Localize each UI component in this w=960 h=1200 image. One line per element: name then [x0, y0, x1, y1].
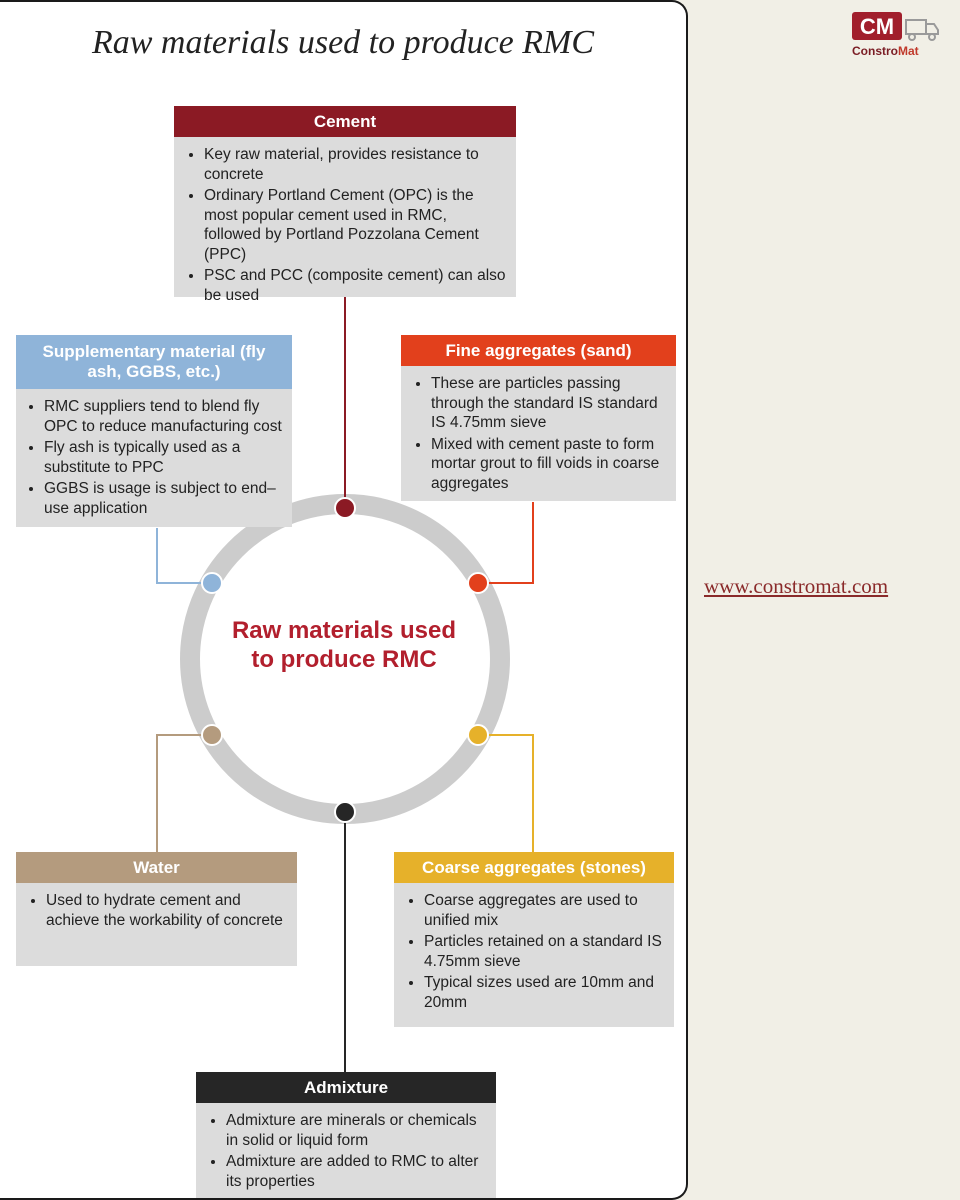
water-header: Water: [16, 852, 297, 883]
connector-fine: [478, 502, 534, 584]
fine-aggregates-item: Mixed with cement paste to form mortar g…: [431, 435, 666, 494]
cement-item: Ordinary Portland Cement (OPC) is the mo…: [204, 186, 506, 264]
logo-mark: CM: [852, 12, 939, 41]
node-coarse: [467, 724, 489, 746]
coarse-aggregates-header: Coarse aggregates (stones): [394, 852, 674, 883]
admixture-list: Admixture are minerals or chemicals in s…: [196, 1103, 496, 1198]
node-fine: [467, 572, 489, 594]
truck-icon: [905, 19, 939, 41]
fine-aggregates-box: Fine aggregates (sand) These are particl…: [401, 335, 676, 501]
supplementary-item: GGBS is usage is subject to end–use appl…: [44, 479, 286, 518]
admixture-box: Admixture Admixture are minerals or chem…: [196, 1072, 496, 1198]
supplementary-box: Supplementary material (fly ash, GGBS, e…: [16, 335, 292, 527]
connector-water: [156, 734, 212, 852]
node-cement: [334, 497, 356, 519]
page-title: Raw materials used to produce RMC: [91, 24, 595, 61]
coarse-aggregates-item: Typical sizes used are 10mm and 20mm: [424, 973, 664, 1012]
water-box: Water Used to hydrate cement and achieve…: [16, 852, 297, 966]
admixture-item: Admixture are added to RMC to alter its …: [226, 1152, 486, 1191]
logo-word-part1: Constro: [852, 44, 898, 58]
supplementary-list: RMC suppliers tend to blend fly OPC to r…: [16, 389, 292, 528]
fine-aggregates-list: These are particles passing through the …: [401, 366, 676, 503]
node-water: [201, 724, 223, 746]
cement-item: Key raw material, provides resistance to…: [204, 145, 506, 184]
node-supplementary: [201, 572, 223, 594]
water-list: Used to hydrate cement and achieve the w…: [16, 883, 297, 940]
coarse-aggregates-box: Coarse aggregates (stones) Coarse aggreg…: [394, 852, 674, 1027]
cement-list: Key raw material, provides resistance to…: [174, 137, 516, 315]
logo-word-part2: Mat: [898, 44, 919, 58]
fine-aggregates-header: Fine aggregates (sand): [401, 335, 676, 366]
coarse-aggregates-list: Coarse aggregates are used to unified mi…: [394, 883, 674, 1022]
connector-coarse: [478, 734, 534, 852]
supplementary-item: RMC suppliers tend to blend fly OPC to r…: [44, 397, 286, 436]
supplementary-header: Supplementary material (fly ash, GGBS, e…: [16, 335, 292, 389]
water-item: Used to hydrate cement and achieve the w…: [46, 891, 287, 930]
coarse-aggregates-item: Particles retained on a standard IS 4.75…: [424, 932, 664, 971]
website-link[interactable]: www.constromat.com: [704, 574, 889, 598]
center-label: Raw materials used to produce RMC: [231, 617, 457, 673]
constromat-logo: CM ConstroMat: [850, 8, 946, 60]
coarse-aggregates-item: Coarse aggregates are used to unified mi…: [424, 891, 664, 930]
node-admixture: [334, 801, 356, 823]
cement-header: Cement: [174, 106, 516, 137]
logo-wordmark: ConstroMat: [852, 44, 919, 58]
logo-letters: CM: [860, 14, 894, 39]
supplementary-item: Fly ash is typically used as a substitut…: [44, 438, 286, 477]
infographic-card: Raw materials used to produce RMC Raw ma…: [0, 0, 688, 1200]
admixture-item: Admixture are minerals or chemicals in s…: [226, 1111, 486, 1150]
admixture-header: Admixture: [196, 1072, 496, 1103]
connector-supplementary: [156, 528, 212, 584]
diagram-connectors: [156, 297, 534, 1072]
fine-aggregates-item: These are particles passing through the …: [431, 374, 666, 433]
cement-item: PSC and PCC (composite cement) can also …: [204, 266, 506, 305]
cement-box: Cement Key raw material, provides resist…: [174, 106, 516, 304]
